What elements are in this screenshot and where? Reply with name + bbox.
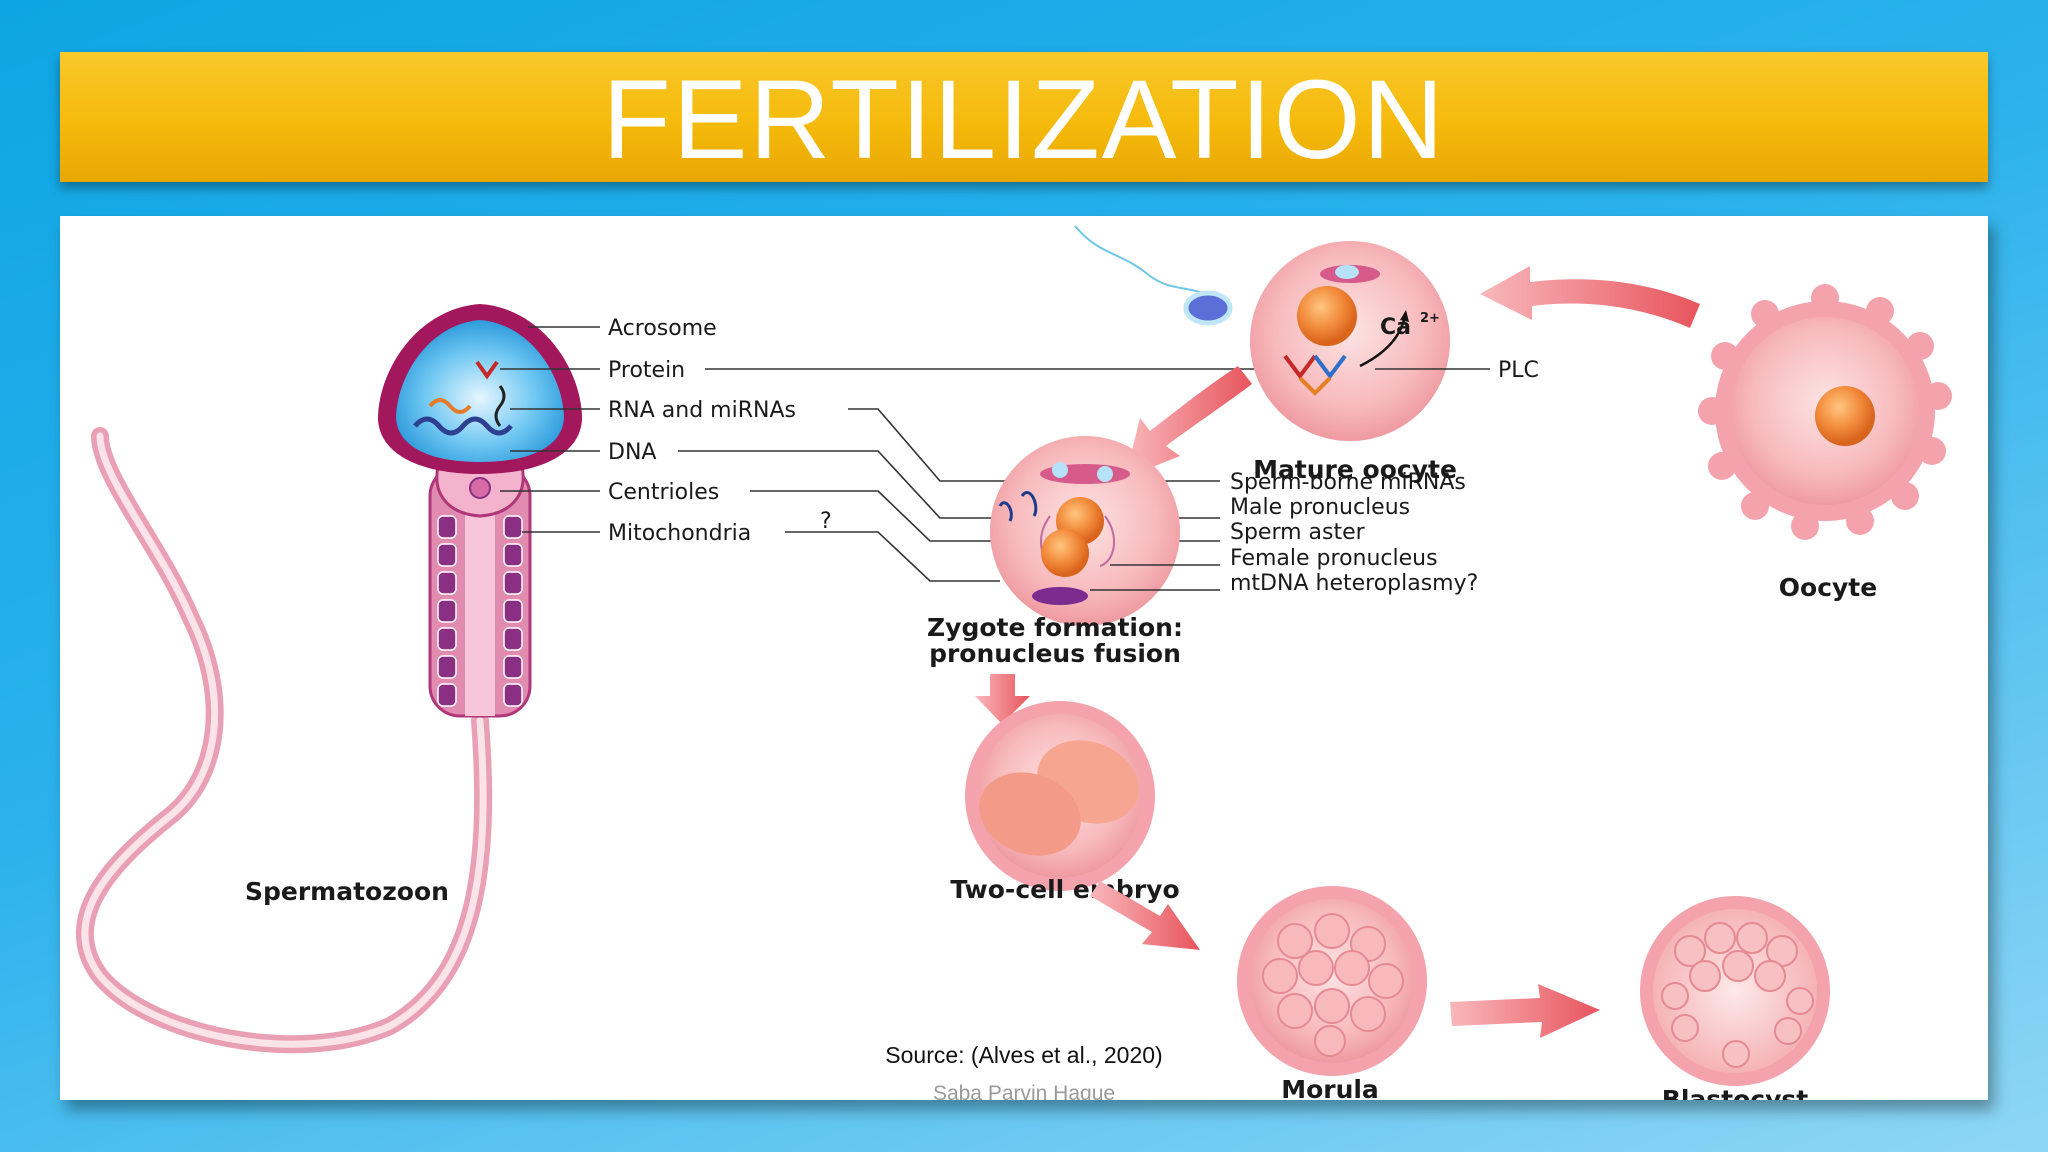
label-acrosome: Acrosome: [608, 316, 717, 341]
title-banner: FERTILIZATION: [60, 52, 1988, 182]
zygote-illustration: [990, 436, 1180, 626]
arrow-morula-to-blastocyst: [1450, 984, 1600, 1038]
label-male-pronucleus: Male pronucleus: [1230, 495, 1410, 520]
blastocyst-illustration: [1640, 896, 1830, 1086]
arrow-zygote-to-two-cell: [975, 674, 1030, 724]
slide-title: FERTILIZATION: [602, 57, 1446, 182]
label-zygote-line2: pronucleus fusion: [929, 639, 1181, 668]
label-mature-oocyte: Mature oocyte: [1253, 455, 1457, 484]
arrow-two-cell-to-morula: [1090, 881, 1200, 950]
arrow-oocyte-to-mature: [1480, 266, 1700, 328]
label-question-mark: ?: [820, 509, 832, 534]
label-blastocyst: Blastocyst: [1662, 1085, 1808, 1100]
label-mitochondria: Mitochondria: [608, 521, 751, 546]
two-cell-embryo-illustration: [965, 701, 1155, 891]
source-citation: Source: (Alves et al., 2020): [885, 1042, 1163, 1068]
spermatozoon-illustration: [75, 304, 583, 1054]
author-footer: Saba Parvin Haque: [932, 1082, 1116, 1100]
zygote-leader-lines: [1090, 564, 1220, 591]
oocyte-illustration: [1698, 284, 1952, 540]
label-sperm-borne-mirnas: Sperm-borne miRNAs: [1230, 470, 1466, 495]
label-two-cell-embryo: Two-cell embryo: [950, 875, 1179, 904]
diagram-panel: Acrosome Protein RNA and miRNAs DNA Cent…: [60, 216, 1988, 1100]
label-spermatozoon: Spermatozoon: [245, 877, 449, 906]
mature-oocyte-illustration: [1074, 225, 1450, 441]
label-mtdna-heteroplasmy: mtDNA heteroplasmy?: [1230, 571, 1478, 596]
label-oocyte: Oocyte: [1779, 573, 1877, 602]
label-protein: Protein: [608, 358, 685, 383]
label-dna: DNA: [608, 440, 656, 465]
label-morula: Morula: [1281, 1075, 1379, 1100]
label-rna-mirnas: RNA and miRNAs: [608, 398, 796, 423]
morula-illustration: [1237, 886, 1427, 1076]
label-female-pronucleus: Female pronucleus: [1230, 546, 1438, 571]
label-plc: PLC: [1498, 358, 1539, 383]
label-centrioles: Centrioles: [608, 480, 719, 505]
label-zygote-line1: Zygote formation:: [927, 613, 1183, 642]
fertilization-diagram: Acrosome Protein RNA and miRNAs DNA Cent…: [75, 225, 1952, 1100]
label-ca: Ca: [1380, 315, 1411, 340]
arrow-mature-to-zygote: [1125, 366, 1252, 478]
label-ca-superscript: 2+: [1420, 311, 1440, 326]
label-sperm-aster: Sperm aster: [1230, 520, 1366, 545]
